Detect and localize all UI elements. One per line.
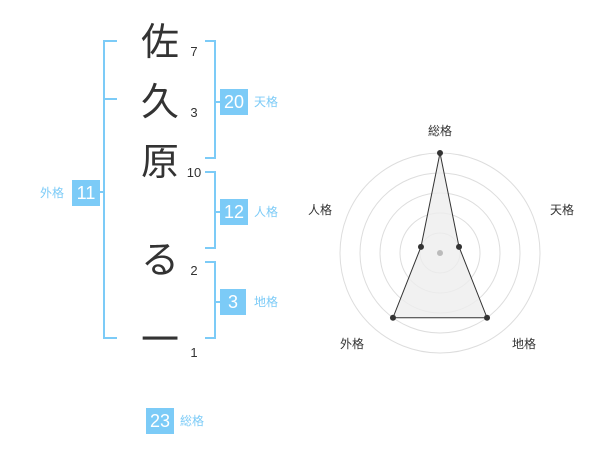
stroke-count-5: 1 xyxy=(190,345,198,360)
name-char-5: 一 xyxy=(140,318,179,362)
stroke-count-3: 10 xyxy=(186,165,202,180)
radar-shape xyxy=(392,152,488,319)
name-char-2: 久 xyxy=(140,80,179,124)
jinkaku-label: 人格 xyxy=(254,205,279,219)
tenkaku-badge: 20 xyxy=(220,89,248,115)
gaikaku-badge: 11 xyxy=(72,180,100,206)
gaikaku-bracket xyxy=(103,40,117,339)
name-char-4: る xyxy=(140,238,179,282)
tenkaku-label: 天格 xyxy=(254,95,279,109)
radar-point xyxy=(437,150,443,156)
chikaku-label: 地格 xyxy=(254,295,279,309)
radar-label-tenkaku: 天格 xyxy=(549,203,574,217)
stroke-count-1: 7 xyxy=(190,44,198,59)
radar-point xyxy=(417,243,424,250)
name-char-1: 佐 xyxy=(140,20,179,64)
soukaku-badge: 23 xyxy=(146,408,174,434)
name-char-3: 原 xyxy=(140,140,179,184)
tenkaku-bracket xyxy=(205,40,216,159)
chikaku-bracket xyxy=(205,261,216,339)
radar-point xyxy=(389,314,396,321)
chikaku-badge: 3 xyxy=(220,289,246,315)
soukaku-label: 総格 xyxy=(180,414,205,428)
radar-label-soukaku: 総格 xyxy=(427,124,452,138)
radar-center-dot xyxy=(437,250,443,256)
stroke-count-4: 2 xyxy=(190,263,198,278)
radar-point xyxy=(484,314,491,321)
radar-label-jinkaku: 人格 xyxy=(307,203,332,217)
radar-point xyxy=(456,243,463,250)
jinkaku-bracket xyxy=(205,171,216,249)
radar-label-chikaku: 地格 xyxy=(511,337,536,351)
stroke-count-2: 3 xyxy=(190,105,198,120)
radar-label-gaikaku: 外格 xyxy=(339,337,364,351)
gaikaku-label: 外格 xyxy=(40,186,65,200)
jinkaku-badge: 12 xyxy=(220,199,248,225)
radar-points xyxy=(389,150,491,321)
